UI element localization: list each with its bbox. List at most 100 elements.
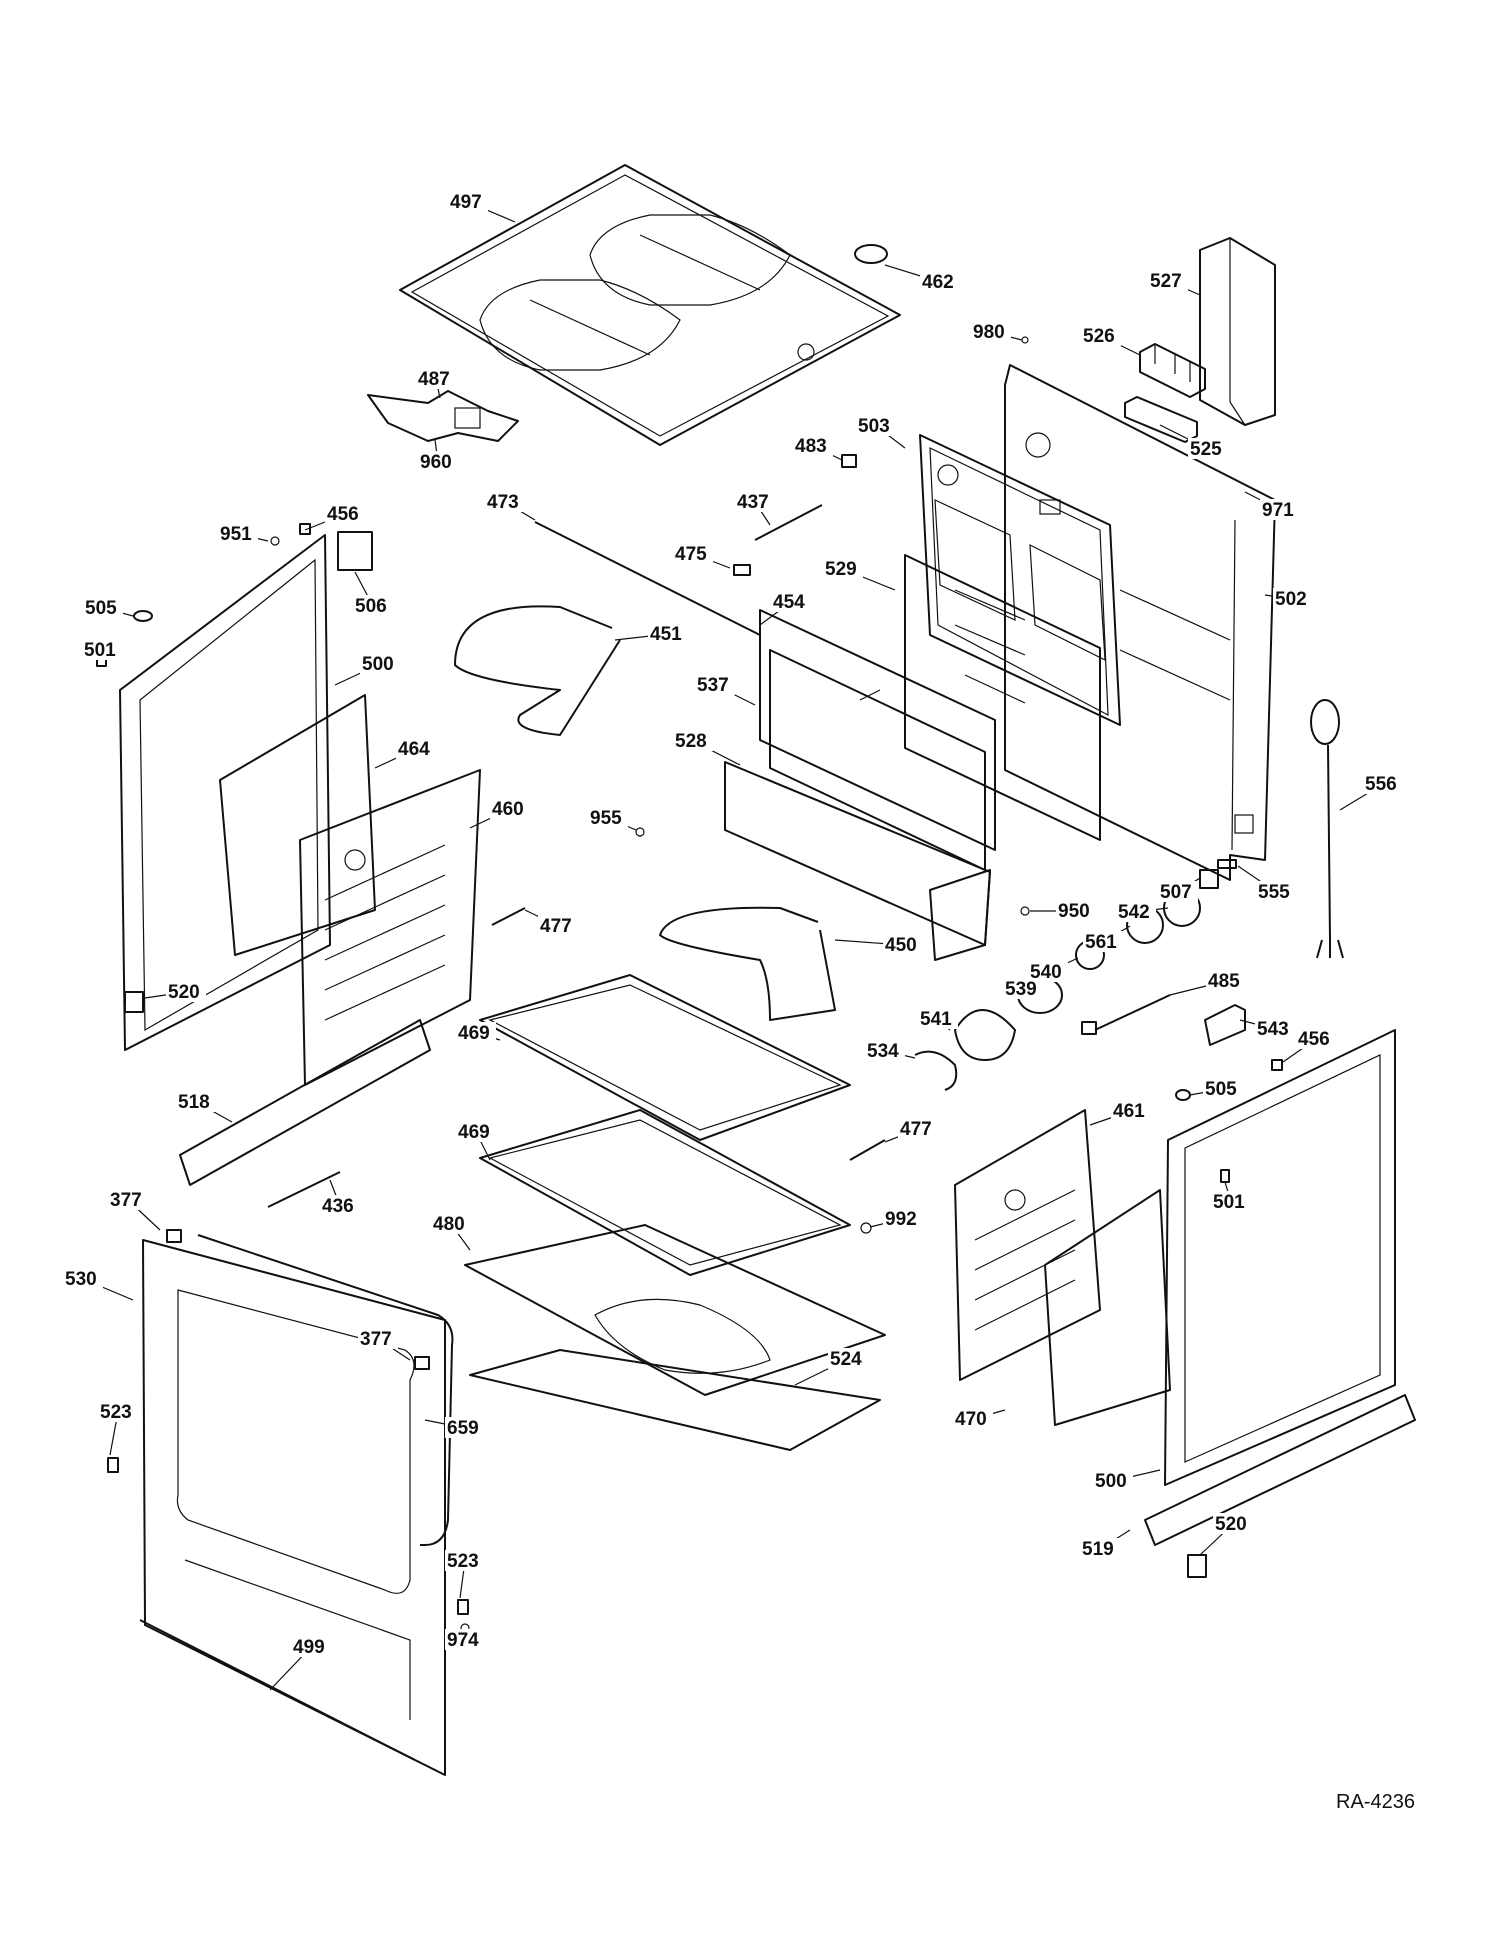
- disc-part: [854, 244, 888, 264]
- part-number-483: 483: [795, 436, 827, 457]
- broil-element: [454, 605, 621, 736]
- part-number-451: 451: [650, 624, 682, 645]
- part-number-540: 540: [1030, 962, 1062, 983]
- part-number-501: 501: [84, 640, 116, 661]
- part-number-501: 501: [1213, 1192, 1245, 1213]
- oven-back-liner: [919, 434, 1121, 726]
- label-backdrop: [325, 503, 365, 524]
- label-backdrop: [218, 523, 258, 544]
- bottom-shield: [469, 1349, 881, 1451]
- part-number-462: 462: [922, 272, 954, 293]
- label-backdrop: [1111, 1100, 1151, 1121]
- part-number-437: 437: [737, 492, 769, 513]
- label-backdrop: [431, 1213, 471, 1234]
- baffle-528: [724, 761, 991, 961]
- label-backdrop: [823, 558, 863, 579]
- part-number-503: 503: [858, 416, 890, 437]
- part-number-519: 519: [1082, 1539, 1114, 1560]
- label-backdrop: [1256, 881, 1296, 902]
- label-backdrop: [588, 807, 628, 828]
- label-backdrop: [648, 623, 688, 644]
- label-backdrop: [485, 491, 525, 512]
- part-number-377: 377: [110, 1190, 142, 1211]
- label-backdrop: [1188, 438, 1228, 459]
- part-number-470: 470: [955, 1409, 987, 1430]
- part-number-980: 980: [973, 322, 1005, 343]
- part-number-506: 506: [355, 596, 387, 617]
- part-number-477: 477: [900, 1119, 932, 1140]
- label-backdrop: [1093, 1470, 1133, 1491]
- label-backdrop: [396, 738, 436, 759]
- label-backdrop: [538, 915, 578, 936]
- label-backdrop: [445, 1417, 485, 1438]
- label-backdrop: [953, 1408, 993, 1429]
- part-number-499: 499: [293, 1637, 325, 1658]
- part-number-505: 505: [1205, 1079, 1237, 1100]
- label-backdrop: [1273, 588, 1313, 609]
- label-backdrop: [456, 1121, 496, 1142]
- part-number-555: 555: [1258, 882, 1290, 903]
- part-number-974: 974: [447, 1630, 479, 1651]
- label-backdrop: [418, 451, 458, 472]
- part-number-485: 485: [1208, 971, 1240, 992]
- label-backdrop: [971, 321, 1011, 342]
- part-number-527: 527: [1150, 271, 1182, 292]
- part-number-530: 530: [65, 1269, 97, 1290]
- part-number-520: 520: [168, 982, 200, 1003]
- label-backdrop: [63, 1268, 103, 1289]
- label-backdrop: [1203, 1078, 1243, 1099]
- part-number-480: 480: [433, 1214, 465, 1235]
- part-number-951: 951: [220, 524, 252, 545]
- label-backdrop: [82, 639, 122, 660]
- part-number-460: 460: [492, 799, 524, 820]
- oven-side-right: [954, 1109, 1101, 1381]
- probe-485: [1094, 994, 1171, 1031]
- part-number-497: 497: [450, 192, 482, 213]
- part-number-537: 537: [697, 675, 729, 696]
- insulation-470: [1044, 1189, 1171, 1426]
- part-number-541: 541: [920, 1009, 952, 1030]
- plate-507: [1199, 869, 1219, 889]
- part-number-659: 659: [447, 1418, 479, 1439]
- label-backdrop: [291, 1636, 331, 1657]
- part-number-477: 477: [540, 916, 572, 937]
- part-number-523: 523: [100, 1402, 132, 1423]
- part-number-561: 561: [1085, 932, 1117, 953]
- label-backdrop: [1158, 881, 1198, 902]
- rear-panel: [1004, 364, 1276, 881]
- part-number-523: 523: [447, 1551, 479, 1572]
- part-number-500: 500: [1095, 1471, 1127, 1492]
- label-backdrop: [108, 1189, 148, 1210]
- oven-side-left: [299, 769, 481, 1086]
- leveling-leg-left: [124, 991, 144, 1013]
- label-backdrop: [490, 798, 530, 819]
- door-gasket: [197, 1234, 454, 1546]
- oven-bottom-pan: [464, 1224, 886, 1396]
- label-backdrop: [1206, 970, 1246, 991]
- label-backdrop: [445, 1550, 485, 1571]
- rail-518: [179, 1019, 431, 1186]
- part-number-534: 534: [867, 1041, 899, 1062]
- label-backdrop: [353, 595, 393, 616]
- label-backdrop: [1028, 961, 1068, 982]
- label-backdrop: [1296, 1028, 1336, 1049]
- label-backdrop: [771, 591, 811, 612]
- part-number-539: 539: [1005, 979, 1037, 1000]
- part-number-505: 505: [85, 598, 117, 619]
- label-backdrop: [456, 1022, 496, 1043]
- insulation-464: [219, 694, 376, 956]
- part-number-487: 487: [418, 369, 450, 390]
- part-number-436: 436: [322, 1196, 354, 1217]
- cooktop-panel: [399, 164, 901, 446]
- label-backdrop: [828, 1348, 868, 1369]
- part-number-950: 950: [1058, 901, 1090, 922]
- part-number-520: 520: [1215, 1514, 1247, 1535]
- sensor-rod: [754, 504, 823, 541]
- part-number-960: 960: [420, 452, 452, 473]
- part-number-450: 450: [885, 935, 917, 956]
- label-backdrop: [448, 191, 488, 212]
- part-number-529: 529: [825, 559, 857, 580]
- part-number-528: 528: [675, 731, 707, 752]
- label-backdrop: [1003, 978, 1043, 999]
- part-number-502: 502: [1275, 589, 1307, 610]
